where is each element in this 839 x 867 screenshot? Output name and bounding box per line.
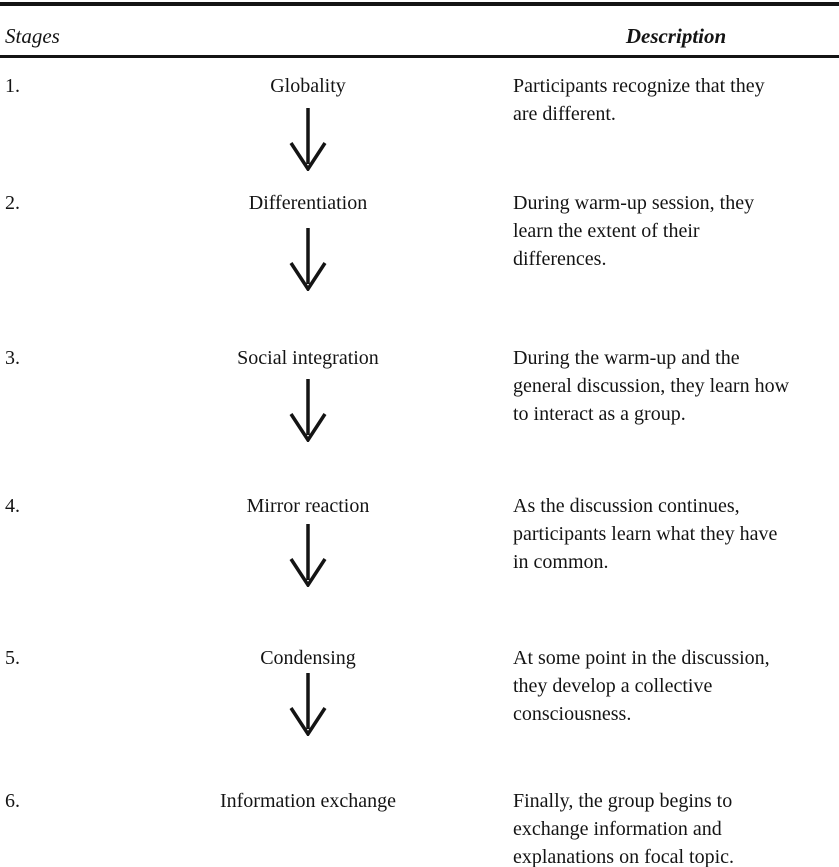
stage-label: Information exchange [219, 790, 397, 812]
stage-description: As the discussion continues, participant… [513, 495, 778, 573]
stage-number: 4. [5, 495, 20, 517]
stage-number: 2. [5, 192, 20, 214]
stage-label: Differentiation [248, 192, 368, 214]
stage-label: Mirror reaction [246, 495, 370, 517]
header-rule [0, 55, 839, 58]
down-arrow-icon [289, 108, 327, 171]
stage-description: During the warm-up and the general discu… [513, 347, 790, 425]
down-arrow-icon [289, 379, 327, 442]
stage-description: Finally, the group begins to exchange in… [513, 790, 735, 867]
down-arrow-icon [289, 228, 327, 291]
column-header-description: Description [625, 24, 727, 48]
stage-number: 5. [5, 647, 20, 669]
down-arrow-icon [289, 673, 327, 736]
stage-label: Globality [270, 75, 346, 97]
column-header-stages: Stages [5, 24, 60, 48]
stage-description: Participants recognize that they are dif… [513, 75, 765, 125]
top-rule [0, 2, 839, 6]
stage-label: Social integration [237, 347, 379, 369]
stage-description: At some point in the discussion, they de… [513, 647, 770, 725]
stage-number: 1. [5, 75, 20, 97]
stage-label: Condensing [260, 647, 356, 669]
down-arrow-icon [289, 524, 327, 587]
stage-number: 6. [5, 790, 20, 812]
stage-description: During warm-up session, they learn the e… [513, 192, 755, 270]
stage-number: 3. [5, 347, 20, 369]
